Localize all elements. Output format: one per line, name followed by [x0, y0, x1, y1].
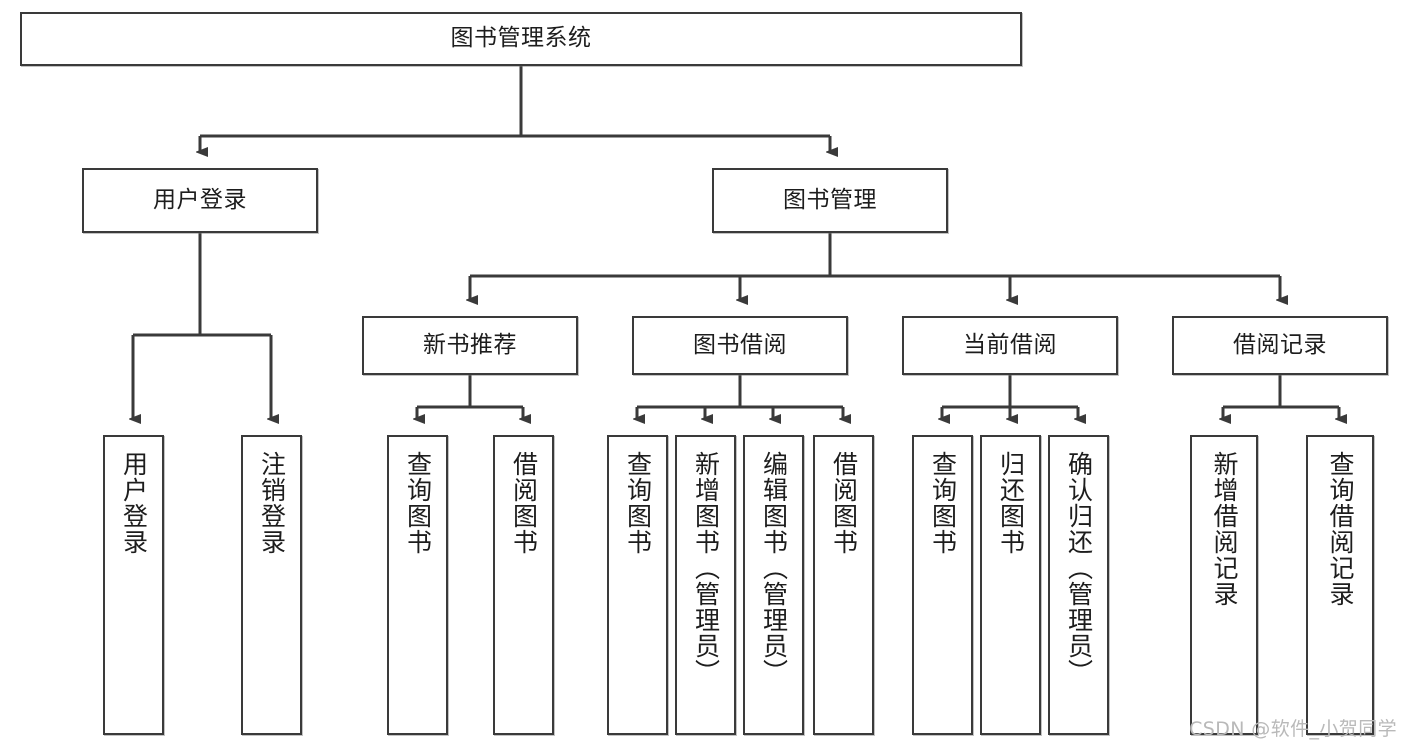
leaf-confirm-return-admin[interactable]: 确认归还（管理员）	[1048, 435, 1109, 735]
node-label: 确认归还（管理员）	[1064, 451, 1094, 685]
leaf-search-book-borrow[interactable]: 查询图书	[607, 435, 668, 735]
leaf-search-book-newbook[interactable]: 查询图书	[387, 435, 448, 735]
node-book-management[interactable]: 图书管理	[712, 168, 948, 233]
node-label: 查询图书	[403, 451, 433, 555]
node-label: 新增图书（管理员）	[691, 451, 721, 685]
node-label: 编辑图书（管理员）	[759, 451, 789, 685]
node-user-login[interactable]: 用户登录	[82, 168, 318, 233]
node-new-book-recommend[interactable]: 新书推荐	[362, 316, 578, 375]
csdn-watermark: CSDN @软件_小贺同学	[1189, 718, 1397, 740]
node-label: 新书推荐	[423, 331, 517, 358]
leaf-add-borrow-record[interactable]: 新增借阅记录	[1190, 435, 1258, 735]
node-book-borrow[interactable]: 图书借阅	[632, 316, 848, 375]
leaf-search-book-current[interactable]: 查询图书	[912, 435, 973, 735]
node-label: 归还图书	[996, 451, 1026, 555]
node-label: 图书管理系统	[450, 25, 592, 52]
node-label: 当前借阅	[963, 331, 1057, 358]
node-label: 注销登录	[257, 451, 287, 555]
node-root-system[interactable]: 图书管理系统	[20, 12, 1022, 66]
leaf-add-book-admin[interactable]: 新增图书（管理员）	[675, 435, 736, 735]
node-current-borrow[interactable]: 当前借阅	[902, 316, 1118, 375]
node-label: 图书管理	[783, 186, 877, 213]
node-label: 借阅图书	[509, 451, 539, 555]
leaf-edit-book-admin[interactable]: 编辑图书（管理员）	[743, 435, 804, 735]
node-label: 借阅图书	[829, 451, 859, 555]
node-label: 查询图书	[928, 451, 958, 555]
leaf-borrow-book-newbook[interactable]: 借阅图书	[493, 435, 554, 735]
node-label: 查询借阅记录	[1326, 451, 1355, 607]
node-label: 图书借阅	[693, 331, 787, 358]
node-label: 新增借阅记录	[1210, 451, 1239, 607]
node-label: 用户登录	[153, 186, 247, 213]
leaf-user-login[interactable]: 用户登录	[103, 435, 164, 735]
node-label: 借阅记录	[1233, 331, 1327, 358]
node-borrow-record[interactable]: 借阅记录	[1172, 316, 1388, 375]
leaf-return-book[interactable]: 归还图书	[980, 435, 1041, 735]
leaf-search-borrow-record[interactable]: 查询借阅记录	[1306, 435, 1374, 735]
node-label: 用户登录	[119, 451, 149, 555]
leaf-user-logout[interactable]: 注销登录	[241, 435, 302, 735]
node-label: 查询图书	[623, 451, 653, 555]
leaf-borrow-book[interactable]: 借阅图书	[813, 435, 874, 735]
